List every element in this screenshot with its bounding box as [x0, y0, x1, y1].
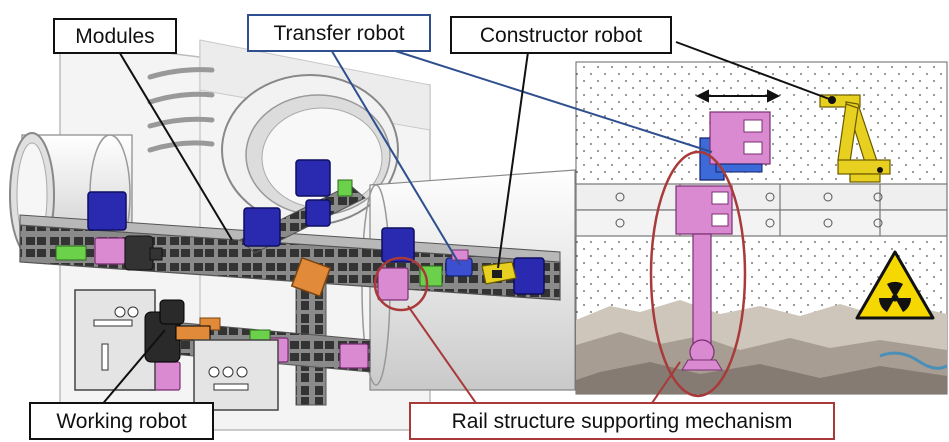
transfer-robot-3d: [445, 249, 473, 277]
module-green: [419, 265, 443, 287]
module-blue: [305, 199, 331, 227]
inset-rails: [575, 183, 948, 237]
arm-robot-3d: [124, 235, 163, 271]
constructor-leader-3d: [497, 51, 529, 269]
module-blue: [381, 227, 415, 263]
radiation-hazard-icon: [855, 250, 935, 320]
constructor-leader-inset: [675, 41, 833, 101]
working-robot-arm: [144, 299, 211, 363]
control-box-left: [74, 289, 156, 391]
module-pink: [339, 343, 369, 369]
transfer-leader-inset: [385, 47, 713, 153]
transfer-robot-label: Transfer robot: [247, 14, 431, 52]
module-orange-joint: [290, 256, 332, 298]
rail-support-leader-3d: [407, 305, 479, 407]
modules-leader: [117, 49, 233, 241]
rail-bolts: [615, 192, 883, 228]
leader-lines: [99, 41, 833, 408]
movement-arrow: [695, 89, 781, 103]
rail-support-leader-inset: [649, 361, 681, 407]
modules-label: Modules: [53, 18, 177, 54]
inset-panel: [575, 61, 948, 398]
module-green: [337, 179, 353, 197]
working-robot-label: Working robot: [29, 402, 214, 440]
working-robot-area: [74, 289, 279, 411]
transfer-leader-3d: [329, 47, 461, 266]
support-highlight-inset: [649, 150, 747, 398]
module-blue: [243, 207, 281, 247]
plant-scene-3d: [9, 39, 576, 431]
transfer-robot-inset: [699, 111, 771, 181]
constructor-robot-3d: [481, 261, 517, 285]
module-blue: [295, 159, 331, 197]
support-highlight-left: [373, 256, 429, 312]
module-blue: [513, 257, 545, 295]
constructor-robot-inset: [819, 94, 891, 183]
blue-modules: [87, 159, 545, 295]
support-mechanism-inset: [675, 185, 733, 371]
module-blue: [87, 191, 127, 231]
working-leader: [99, 329, 166, 408]
vent-slats: [147, 67, 215, 153]
constructor-robot-label: Constructor robot: [450, 16, 672, 54]
rail-support-label: Rail structure supporting mechanism: [409, 402, 835, 440]
module-pink: [94, 237, 126, 265]
control-box-right: [193, 339, 279, 411]
module-pink: [377, 267, 409, 301]
module-green: [55, 245, 87, 261]
